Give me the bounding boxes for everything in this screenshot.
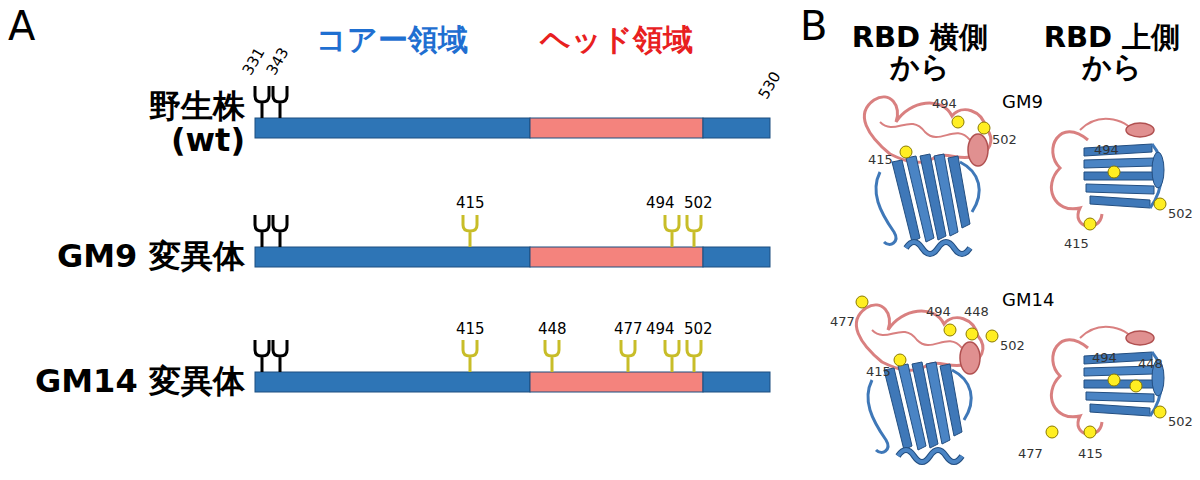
rbd-side-view bbox=[864, 97, 991, 254]
glycan-fork bbox=[255, 215, 269, 247]
glycan-symbols bbox=[255, 86, 701, 372]
residue-number: 530 bbox=[756, 70, 784, 103]
callout-number: 415 bbox=[1078, 447, 1103, 461]
glycan-fork bbox=[687, 340, 701, 372]
callout-number: 448 bbox=[964, 305, 989, 319]
callout-number: 494 bbox=[926, 305, 951, 319]
callout-number: 502 bbox=[992, 133, 1017, 147]
residue-number: 502 bbox=[684, 322, 713, 338]
callout-number: 494 bbox=[932, 97, 957, 111]
residue-number: 415 bbox=[456, 322, 485, 338]
row-label: 野生株 (wt) bbox=[125, 90, 245, 157]
residue-number: 415 bbox=[456, 196, 485, 212]
view-label: RBD 上側から bbox=[1042, 22, 1182, 83]
glycan-fork bbox=[665, 215, 679, 247]
rbd-top-view bbox=[1051, 119, 1164, 226]
glycan-fork bbox=[463, 340, 477, 372]
panel-letter: A bbox=[8, 5, 35, 47]
callout-number: 494 bbox=[1092, 351, 1117, 365]
glycan-fork bbox=[687, 215, 701, 247]
callout-number: 502 bbox=[1168, 415, 1193, 429]
glycan-fork bbox=[255, 86, 269, 118]
panel-letter: B bbox=[800, 5, 827, 47]
glycan-fork bbox=[621, 340, 635, 372]
callout-number: 448 bbox=[1138, 357, 1163, 371]
callout-number: 415 bbox=[1064, 237, 1089, 251]
glycan-sites bbox=[856, 116, 1166, 438]
region-label: コアー領域 bbox=[316, 24, 468, 56]
callout-number: 415 bbox=[866, 365, 891, 379]
callout-number: 477 bbox=[830, 315, 855, 329]
callout-number: 415 bbox=[868, 153, 893, 167]
residue-number: 343 bbox=[264, 46, 292, 79]
rbd-top-view bbox=[1051, 327, 1164, 434]
glycan-fork bbox=[545, 340, 559, 372]
residue-number: 331 bbox=[240, 46, 268, 79]
residue-number: 477 bbox=[614, 322, 643, 338]
domain-bars bbox=[255, 118, 770, 392]
view-label: RBD 横側から bbox=[850, 22, 990, 83]
region-label: ヘッド領域 bbox=[540, 24, 693, 56]
row-label: GM9 変異体 bbox=[57, 240, 245, 274]
glycan-fork bbox=[255, 340, 269, 372]
row-label: GM14 変異体 bbox=[35, 365, 245, 399]
mutant-label: GM9 bbox=[1002, 93, 1043, 112]
rbd-side-view bbox=[856, 305, 983, 462]
glycan-fork bbox=[463, 215, 477, 247]
callout-number: 502 bbox=[1000, 339, 1025, 353]
glycan-fork bbox=[665, 340, 679, 372]
callout-number: 494 bbox=[1094, 143, 1119, 157]
callout-number: 502 bbox=[1168, 207, 1193, 221]
residue-number: 448 bbox=[538, 322, 567, 338]
glycan-fork bbox=[273, 215, 287, 247]
callout-number: 477 bbox=[1018, 447, 1043, 461]
mutant-label: GM14 bbox=[1002, 291, 1054, 310]
glycan-fork bbox=[273, 86, 287, 118]
residue-number: 494 bbox=[646, 196, 675, 212]
residue-number: 502 bbox=[684, 196, 713, 212]
residue-number: 494 bbox=[646, 322, 675, 338]
glycan-fork bbox=[273, 340, 287, 372]
